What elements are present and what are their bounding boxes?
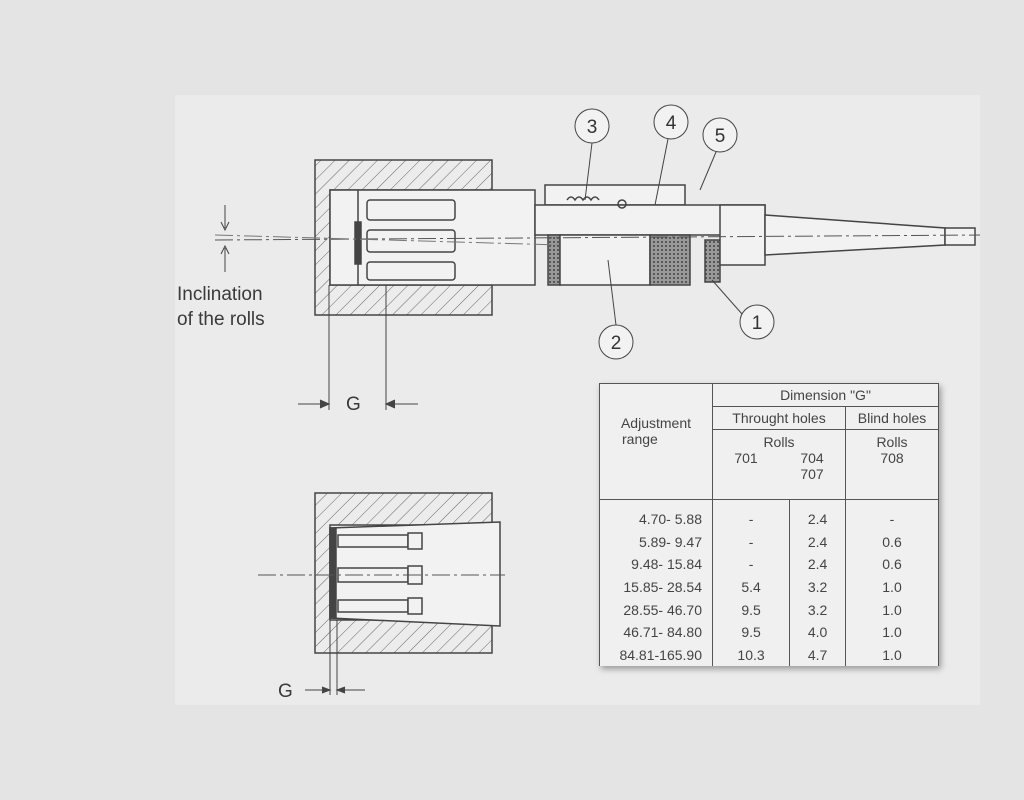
callout-1: 1 [752, 313, 763, 334]
callout-3: 3 [587, 117, 598, 138]
value-708: 1.0 [845, 643, 939, 666]
header-704: 704 [800, 450, 824, 467]
callout-4: 4 [666, 113, 677, 134]
range: 4.70- 5.88 [599, 499, 713, 531]
value-701: 10.3 [711, 643, 791, 666]
value-708: 0.6 [845, 530, 939, 554]
value-704-707: 3.2 [789, 598, 846, 621]
value-701: - [711, 553, 791, 576]
value-704-707: 2.4 [789, 553, 846, 576]
value-704-707: 4.7 [789, 643, 846, 666]
value-708: - [845, 499, 939, 531]
callout-5: 5 [715, 126, 726, 147]
g-dimension-top [298, 285, 418, 410]
callouts [574, 104, 775, 360]
value-704-707: 3.2 [789, 575, 846, 599]
header-through-holes: Throught holes [712, 405, 846, 431]
inclination-dimension [220, 205, 230, 272]
table-row: 4.70- 5.88-2.4- [599, 499, 939, 531]
header-rolls-through: Rolls [763, 434, 795, 451]
range: 46.71- 84.80 [599, 620, 713, 644]
header-708: 708 [880, 450, 904, 467]
value-701: 5.4 [711, 575, 791, 599]
header-blind-holes: Blind holes [845, 405, 939, 431]
value-708: 1.0 [845, 598, 939, 621]
value-704-707: 2.4 [789, 499, 846, 531]
header-dimension-g: Dimension "G" [712, 383, 939, 407]
g-label-bottom: G [278, 681, 293, 702]
g-label-top: G [346, 394, 361, 415]
range: 84.81-165.90 [599, 643, 713, 666]
value-701: - [711, 499, 791, 531]
value-704-707: 4.0 [789, 620, 846, 644]
g-dimension-bottom [305, 620, 365, 695]
value-701: 9.5 [711, 598, 791, 621]
range: 15.85- 28.54 [599, 575, 713, 599]
range: 5.89- 9.47 [599, 530, 713, 554]
value-704-707: 2.4 [789, 530, 846, 554]
top-tool-assembly [329, 184, 976, 286]
roll [366, 199, 456, 221]
range: 9.48- 15.84 [599, 553, 713, 576]
range: 28.55- 46.70 [599, 598, 713, 621]
header-range-1: Adjustment [620, 415, 692, 432]
inclination-label-line2: of the rolls [177, 309, 265, 330]
header-707: 707 [800, 466, 824, 483]
value-708: 1.0 [845, 575, 939, 599]
value-701: - [711, 530, 791, 554]
value-701: 9.5 [711, 620, 791, 644]
bottom-tool-assembly [329, 521, 501, 627]
dimension-g-table: Adjustment range Dimension "G" Throught … [599, 383, 939, 666]
inclination-label-line1: Inclination [177, 284, 263, 305]
callout-2: 2 [611, 333, 622, 354]
roll [366, 261, 456, 281]
header-rolls-blind: Rolls [876, 434, 908, 451]
value-708: 1.0 [845, 620, 939, 644]
header-701: 701 [734, 450, 758, 467]
value-708: 0.6 [845, 553, 939, 576]
header-range-2: range [622, 431, 658, 448]
